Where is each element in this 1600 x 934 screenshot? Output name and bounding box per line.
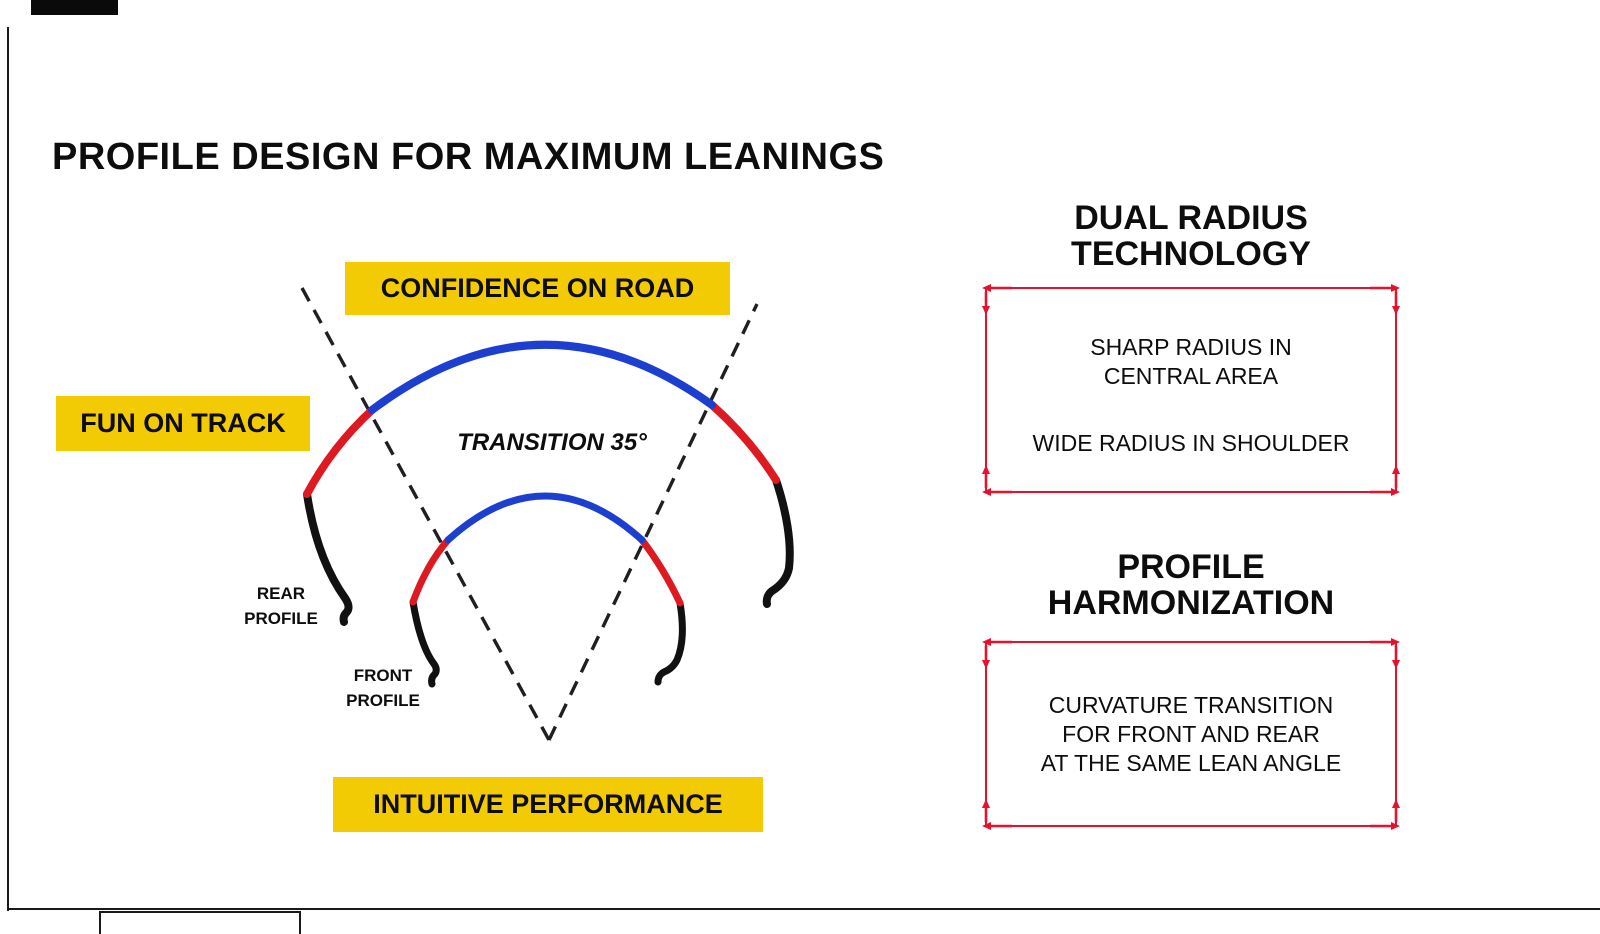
fun-on-track-label: FUN ON TRACK xyxy=(80,408,286,438)
front-profile-label-line2: PROFILE xyxy=(346,690,420,710)
front-profile-label-line1: FRONT xyxy=(353,666,413,685)
harmonization-body-line2: FOR FRONT AND REAR xyxy=(1062,721,1320,747)
dual-radius-body-line3: WIDE RADIUS IN SHOULDER xyxy=(1032,430,1350,456)
corner-arrows-icon xyxy=(1370,465,1400,496)
profile-harmonization-box: CURVATURE TRANSITION FOR FRONT AND REAR … xyxy=(982,638,1400,830)
dashed-line-right xyxy=(547,303,759,741)
spacer xyxy=(987,391,1395,429)
lean-angle-dashed-lines xyxy=(300,287,759,741)
corner-arrows-icon xyxy=(1370,638,1400,669)
dashed-line-left xyxy=(300,287,551,741)
profile-harmonization-heading-line1: PROFILE xyxy=(1117,548,1265,586)
intuitive-performance-callout: INTUITIVE PERFORMANCE xyxy=(333,777,763,832)
corner-arrows-icon xyxy=(1370,799,1400,830)
transition-angle-label: TRANSITION 35° xyxy=(457,429,647,456)
page-bottom-border xyxy=(7,908,1600,910)
rear-shoulder-right xyxy=(762,476,794,608)
footer-box xyxy=(99,911,301,934)
dual-radius-body-line2: CENTRAL AREA xyxy=(1103,363,1279,389)
rear-transition-left xyxy=(303,406,376,498)
front-shoulder-left xyxy=(409,598,440,688)
intuitive-performance-label: INTUITIVE PERFORMANCE xyxy=(373,789,723,819)
front-crown-blue xyxy=(444,492,646,544)
confidence-on-road-label: CONFIDENCE ON ROAD xyxy=(380,273,695,303)
dual-radius-heading: DUAL RADIUS TECHNOLOGY xyxy=(985,200,1397,273)
corner-arrows-icon xyxy=(1370,284,1400,315)
dual-radius-body-line1: SHARP RADIUS IN xyxy=(1090,334,1292,360)
rear-crown-blue xyxy=(368,340,716,414)
rear-profile-label-line2: PROFILE xyxy=(244,608,318,628)
corner-arrows-icon xyxy=(982,799,1012,830)
rear-transition-right xyxy=(708,401,780,484)
profile-harmonization-heading-line2: HARMONIZATION xyxy=(1047,584,1335,623)
corner-arrows-icon xyxy=(982,465,1012,496)
page-title: PROFILE DESIGN FOR MAXIMUM LEANINGS xyxy=(52,136,885,178)
confidence-on-road-callout: CONFIDENCE ON ROAD xyxy=(345,262,730,315)
front-transition-left xyxy=(409,536,452,606)
profile-harmonization-heading: PROFILE HARMONIZATION xyxy=(985,549,1397,622)
rear-profile-label-line1: REAR xyxy=(256,584,306,603)
corner-arrows-icon xyxy=(982,284,1012,315)
dual-radius-heading-line1: DUAL RADIUS xyxy=(1074,199,1308,237)
rear-shoulder-left xyxy=(303,490,353,626)
harmonization-body-line1: CURVATURE TRANSITION xyxy=(1048,692,1334,718)
corner-arrows-icon xyxy=(982,638,1012,669)
front-transition-right xyxy=(638,536,684,607)
front-profile-arc xyxy=(409,492,686,688)
fun-on-track-callout: FUN ON TRACK xyxy=(56,396,310,451)
front-profile-label: FRONT PROFILE xyxy=(338,664,428,713)
page-left-border xyxy=(7,27,9,911)
rear-profile-label: REAR PROFILE xyxy=(236,582,326,631)
front-shoulder-right xyxy=(654,599,686,686)
dual-radius-heading-line2: TECHNOLOGY xyxy=(1071,235,1311,274)
harmonization-body-line3: AT THE SAME LEAN ANGLE xyxy=(1040,750,1342,776)
rear-profile-arc xyxy=(303,340,794,626)
dual-radius-box: SHARP RADIUS IN CENTRAL AREA WIDE RADIUS… xyxy=(982,284,1400,496)
top-left-mark xyxy=(31,0,118,15)
